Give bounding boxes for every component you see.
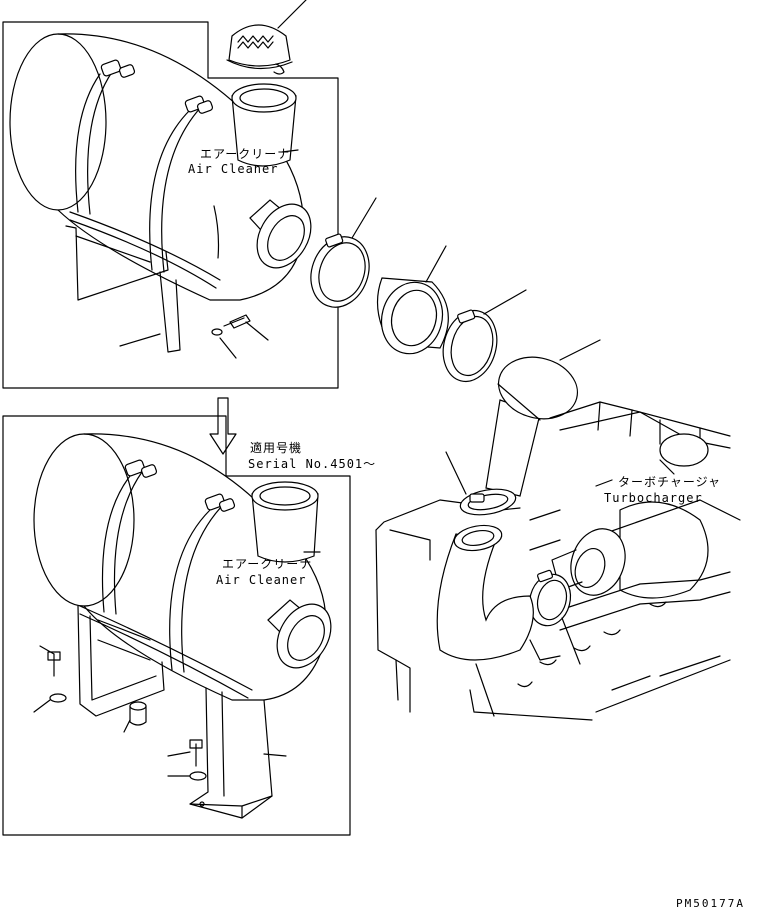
turbocharger-label-jp: ターボチャージャ (618, 475, 721, 489)
precleaner-cap (226, 0, 307, 75)
air-cleaner-bottom-label-jp: エアークリーナ (222, 557, 312, 571)
turbo-inlet-elbow (436, 524, 534, 717)
drawing-code: PM50177A (676, 897, 745, 910)
applicable-serial-label-en: Serial No.4501～ (248, 457, 376, 471)
air-cleaner-top-label-jp: エアークリーナ (200, 147, 290, 161)
bottom-panel-frame (2, 415, 351, 836)
intake-clamp-1 (310, 197, 377, 308)
intake-hose (376, 245, 449, 355)
air-cleaner-top-label-en: Air Cleaner (188, 162, 278, 176)
air-cleaner-bottom-label-en: Air Cleaner (216, 573, 306, 587)
inlet-clamp-small (528, 569, 581, 665)
engine-block (375, 401, 741, 721)
air-cleaner-top (9, 33, 312, 359)
turbocharger-label-en: Turbocharger (604, 491, 703, 505)
turbo-inlet-clamp (445, 451, 517, 516)
applicable-serial-label-jp: 適用号機 (250, 440, 302, 455)
air-cleaner-bottom (33, 433, 332, 819)
intake-elbow (485, 339, 601, 497)
down-arrow-icon (209, 397, 237, 455)
turbocharger (551, 433, 709, 599)
intake-clamp-2 (442, 289, 527, 383)
top-panel-frame (2, 21, 339, 389)
